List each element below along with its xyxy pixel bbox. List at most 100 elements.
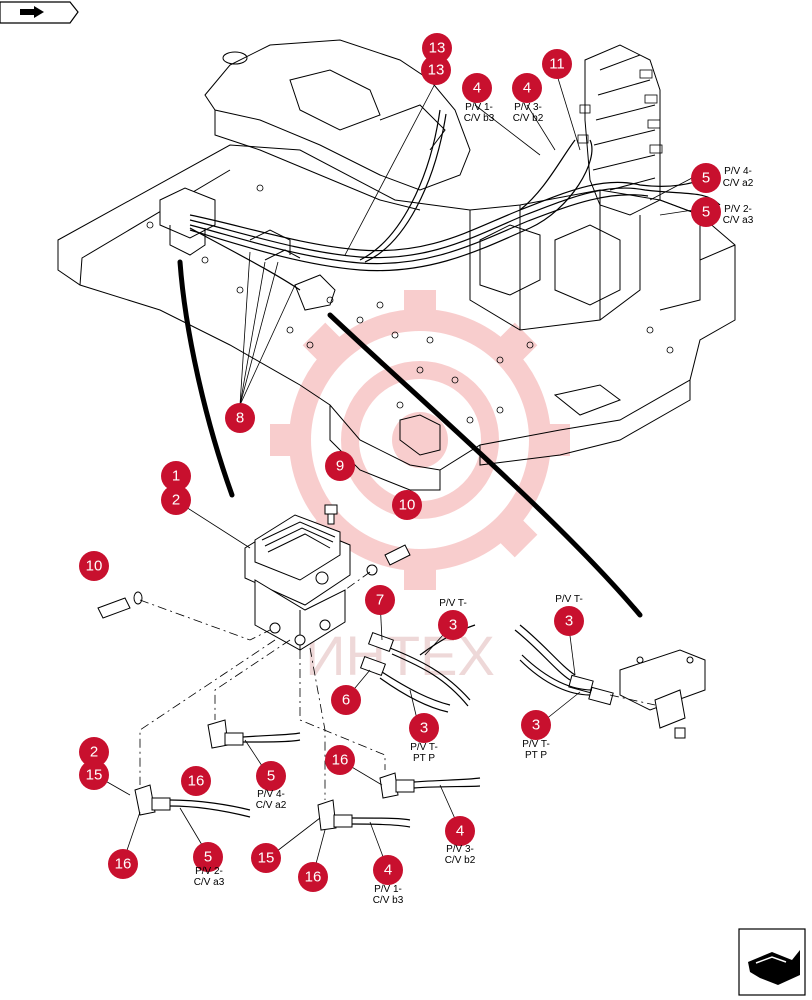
svg-text:7: 7 xyxy=(376,592,384,609)
callout-4-mid: 4 xyxy=(445,816,475,846)
callout-5-low: 5 xyxy=(193,842,223,872)
svg-text:16: 16 xyxy=(305,869,322,886)
fitting-10-left xyxy=(97,591,143,619)
assembly-dashed-lines xyxy=(139,571,386,800)
callout-9: 9 xyxy=(325,451,355,481)
callout-4-top-1: 4 xyxy=(462,73,492,103)
fitting-set-lower xyxy=(134,719,481,831)
svg-text:4: 4 xyxy=(473,80,481,97)
callout-11: 11 xyxy=(542,49,572,79)
svg-text:2: 2 xyxy=(90,744,98,761)
label-low-cvb3: P/V 1- C/V b3 xyxy=(373,884,404,906)
callout-2: 2 xyxy=(161,485,191,515)
watermark-text: ИНТЕХ xyxy=(305,624,495,687)
callout-6: 6 xyxy=(331,685,361,715)
svg-text:P/V T-: P/V T- xyxy=(439,598,467,609)
arrow-right-page-icon xyxy=(748,950,800,985)
svg-text:2: 2 xyxy=(172,492,180,509)
svg-text:C/V b3: C/V b3 xyxy=(373,895,404,906)
label-top-cvb3: P/V 1- C/V b3 xyxy=(464,102,495,124)
svg-text:C/V b2: C/V b2 xyxy=(445,855,476,866)
next-nav-button[interactable] xyxy=(738,928,806,996)
label-mid-ptp: P/V T- PT P xyxy=(410,742,438,764)
svg-text:16: 16 xyxy=(332,752,349,769)
svg-text:13: 13 xyxy=(429,40,446,57)
svg-text:15: 15 xyxy=(258,850,275,867)
svg-text:C/V a2: C/V a2 xyxy=(256,800,287,811)
svg-text:P/V 2-: P/V 2- xyxy=(195,866,223,877)
callout-3-right-1: 3 xyxy=(554,606,584,636)
fitting-10-right xyxy=(366,544,411,576)
svg-text:16: 16 xyxy=(115,856,132,873)
svg-text:9: 9 xyxy=(336,458,344,475)
svg-text:4: 4 xyxy=(384,862,392,879)
bolt-9 xyxy=(324,504,338,525)
svg-text:10: 10 xyxy=(399,497,416,514)
svg-text:3: 3 xyxy=(565,613,573,630)
svg-text:16: 16 xyxy=(188,773,205,790)
callout-8: 8 xyxy=(225,403,255,433)
upper-hose-bundle xyxy=(189,109,721,291)
svg-text:P/V T-: P/V T- xyxy=(522,739,550,750)
solenoid-block-right xyxy=(514,624,706,739)
label-right-ptp: P/V T- PT P xyxy=(522,739,550,761)
svg-text:5: 5 xyxy=(267,768,275,785)
label-low-cva3: P/V 2- C/V a3 xyxy=(194,866,225,888)
svg-text:PT P: PT P xyxy=(413,753,435,764)
svg-text:4: 4 xyxy=(523,80,531,97)
svg-text:1: 1 xyxy=(172,468,180,485)
svg-text:5: 5 xyxy=(702,170,710,187)
callout-10-left: 10 xyxy=(79,551,109,581)
callout-1: 1 xyxy=(161,461,191,491)
callout-4-low: 4 xyxy=(373,855,403,885)
svg-text:P/V T-: P/V T- xyxy=(410,742,438,753)
svg-text:15: 15 xyxy=(86,767,103,784)
svg-text:6: 6 xyxy=(342,692,350,709)
svg-text:5: 5 xyxy=(702,204,710,221)
svg-text:10: 10 xyxy=(86,558,103,575)
svg-text:3: 3 xyxy=(420,720,428,737)
arrow-left-page-icon xyxy=(20,6,44,18)
callout-3-mid-2: 3 xyxy=(409,713,439,743)
label-top-cva2: P/V 4- C/V a2 xyxy=(723,166,754,189)
cut-line-left xyxy=(177,259,235,498)
callout-16-mid: 16 xyxy=(325,745,355,775)
svg-text:P/V 3-: P/V 3- xyxy=(446,844,474,855)
callout-5-mid: 5 xyxy=(256,761,286,791)
svg-text:P/V 4-: P/V 4- xyxy=(724,166,752,177)
callout-4-top-2: 4 xyxy=(512,73,542,103)
svg-text:3: 3 xyxy=(449,617,457,634)
callout-15-left: 15 xyxy=(79,760,109,790)
svg-text:P/V 4-: P/V 4- xyxy=(257,789,285,800)
svg-text:C/V a3: C/V a3 xyxy=(194,877,225,888)
callout-5-top-1: 5 xyxy=(691,163,721,193)
svg-text:8: 8 xyxy=(236,410,244,427)
callout-3-right-2: 3 xyxy=(521,710,551,740)
hoses-6-7 xyxy=(359,624,476,713)
cut-line-right xyxy=(327,312,643,618)
callout-5-top-2: 5 xyxy=(691,197,721,227)
callout-16-mid-2: 16 xyxy=(298,862,328,892)
upper-frame-drawing xyxy=(57,39,736,491)
svg-text:5: 5 xyxy=(204,849,212,866)
svg-text:4: 4 xyxy=(456,823,464,840)
svg-text:C/V b2: C/V b2 xyxy=(513,113,544,124)
callout-15-mid: 15 xyxy=(251,843,281,873)
svg-text:P/V 2-: P/V 2- xyxy=(724,204,752,215)
label-top-cvb2: P/V 3- C/V b2 xyxy=(513,102,544,124)
svg-text:P/V 1-: P/V 1- xyxy=(374,884,402,895)
callout-3-mid: 3 xyxy=(438,610,468,640)
svg-text:PT P: PT P xyxy=(525,750,547,761)
label-mid-pvt: P/V T- xyxy=(439,598,467,609)
svg-text:13: 13 xyxy=(428,62,445,79)
svg-text:P/V T-: P/V T- xyxy=(555,594,583,605)
back-nav-button[interactable] xyxy=(0,1,79,24)
svg-text:P/V 3-: P/V 3- xyxy=(514,102,542,113)
svg-text:C/V b3: C/V b3 xyxy=(464,113,495,124)
callout-16-left-1: 16 xyxy=(181,766,211,796)
svg-text:3: 3 xyxy=(532,717,540,734)
callout-13b: 13 xyxy=(421,55,451,85)
label-top-cva3: P/V 2- C/V a3 xyxy=(723,204,754,226)
label-low-cvb2: P/V 3- C/V b2 xyxy=(445,844,476,866)
